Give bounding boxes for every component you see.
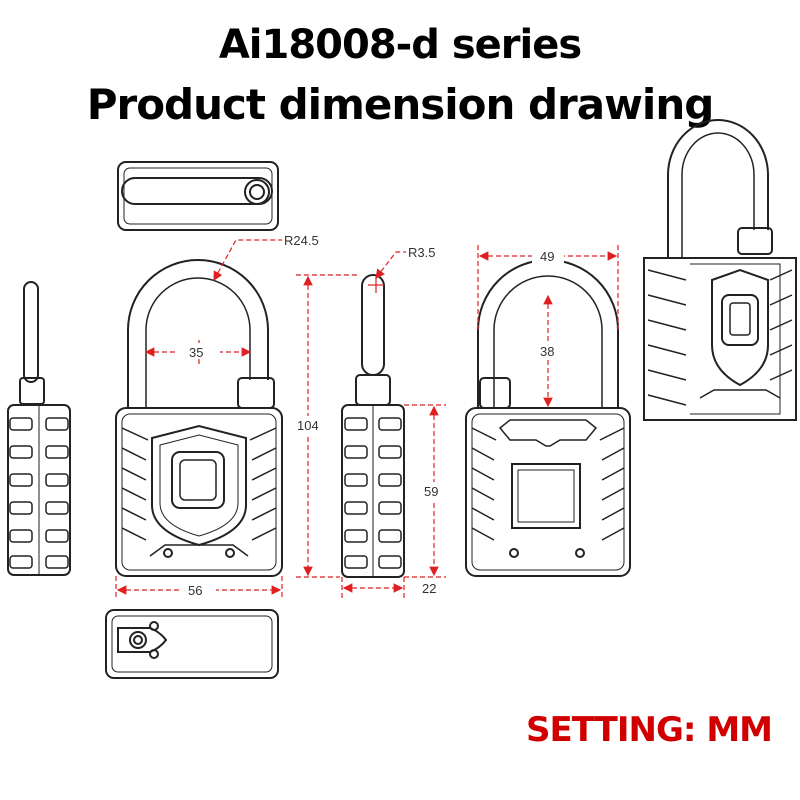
dim-shackle-radius: R24.5: [284, 233, 319, 248]
setting-units-label: SETTING: MM: [526, 710, 773, 750]
dim-shackle-rod-radius: R3.5: [408, 245, 435, 260]
side-view-left: [7, 281, 71, 576]
dim-body-width: 56: [188, 583, 202, 598]
side-view-middle: [341, 274, 405, 578]
dim-total-height: 104: [297, 418, 319, 433]
top-view-upper: [117, 161, 279, 231]
perspective-view: [643, 119, 797, 421]
bottom-view: [105, 609, 279, 679]
dim-body-height: 59: [424, 484, 438, 499]
back-view: [465, 259, 631, 577]
title-drawing: Product dimension drawing: [86, 80, 715, 129]
title-series: Ai18008-d series: [218, 22, 582, 68]
dim-shackle-inner-width: 35: [189, 345, 203, 360]
dim-shackle-clearance: 38: [540, 344, 554, 359]
dim-body-thickness: 22: [422, 581, 436, 596]
dim-back-width: 49: [540, 249, 554, 264]
front-view: [115, 259, 283, 577]
